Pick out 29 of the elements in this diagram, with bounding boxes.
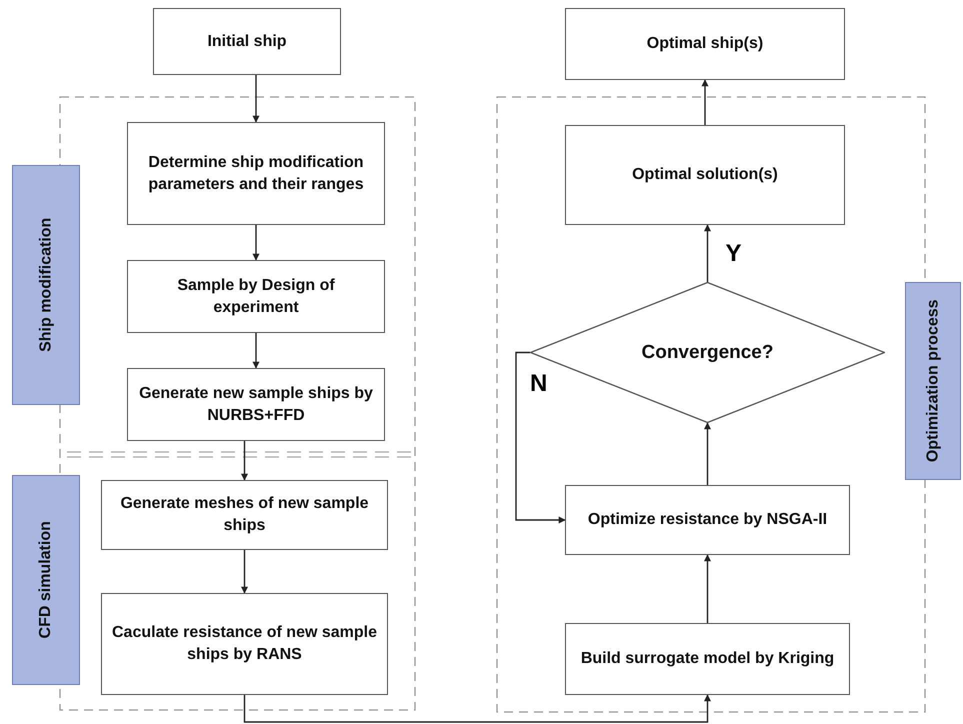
process-box: Sample by Design of experiment: [127, 260, 385, 333]
process-box: Initial ship: [153, 8, 341, 75]
process-box: Caculate resistance of new sample ships by RANS: [101, 593, 388, 695]
node-label: CFD simulation: [36, 521, 56, 639]
section-label-bar: [12, 165, 80, 405]
node-label: Optimization process: [923, 300, 942, 462]
section-label-bar: [12, 475, 80, 685]
decision-diamond: [530, 282, 885, 423]
process-box: Optimize resistance by NSGA-II: [565, 485, 850, 555]
arrow: [704, 224, 711, 282]
section-label-bar: [905, 282, 961, 480]
process-box: Determine ship modification parameters and their ranges: [127, 122, 385, 225]
node-label: Ship modification: [36, 218, 56, 352]
node-label: Convergence?: [642, 340, 774, 365]
arrow: [241, 550, 248, 594]
arrow: [252, 75, 260, 123]
process-box: Build surrogate model by Kriging: [565, 623, 850, 695]
arrow: [252, 333, 260, 369]
arrow: [241, 441, 248, 481]
process-box: Generate new sample ships by NURBS+FFD: [127, 368, 385, 441]
arrow: [252, 225, 260, 261]
arrow: [702, 79, 708, 125]
arrow: [515, 352, 566, 524]
process-box: Optimal ship(s): [565, 8, 845, 80]
arrow: [244, 694, 711, 723]
process-box: Generate meshes of new sample ships: [101, 480, 388, 550]
arrow: [704, 422, 711, 485]
arrow: [704, 554, 711, 623]
process-box: Optimal solution(s): [565, 125, 845, 225]
